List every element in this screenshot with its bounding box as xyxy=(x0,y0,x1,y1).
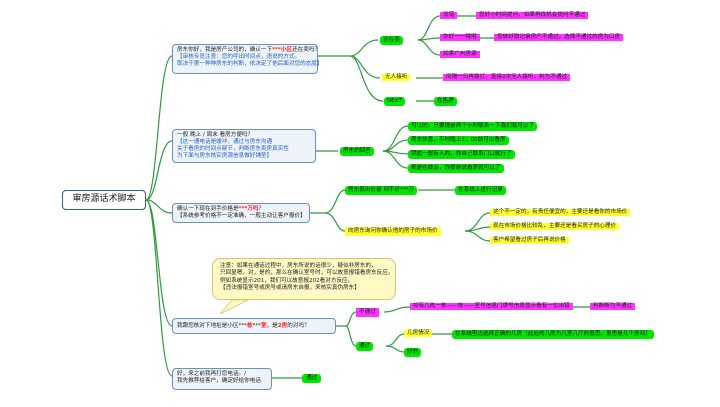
branch-pass: 通过 xyxy=(356,342,374,351)
address-post: ，是 xyxy=(266,323,278,329)
answer-1: 可以的，只要提前两个小时联系一下我们就可以了 xyxy=(408,122,538,131)
answer-2: 周末休息，平时晚上7：00前可以看房 xyxy=(408,136,509,145)
viewing-time-hint-3: 为下面与房东核实房源信息做好铺垫】 xyxy=(177,153,273,159)
sell-detail-1: 您好小时间提问，如果再找机会提问不通过 xyxy=(476,12,589,19)
caution-line-3: 例如系统显示201，我们可以故意报202看对方反应。 xyxy=(220,277,354,284)
branch-landlord-answer: 房东的回答 xyxy=(340,147,374,156)
caution-line-2: 只回复嗯，对，是的，那么在确认室号时，可以故意报错看房东反应。 xyxy=(220,270,394,277)
rooms-detail: 在系统里边选择正确的几房（此处的几房为几室几厅的意思，意思是几个房间） xyxy=(452,330,654,339)
market-answer-1: 这个不一定的，有责任便宜的，主要还是看你的市场价 xyxy=(490,209,631,216)
address-s3: 2房 xyxy=(277,323,288,329)
address-end: 的对吗？ xyxy=(287,323,310,329)
answer-3: 钥匙一般有人的，你自己联系门口就行了 xyxy=(408,150,515,159)
pass-item-ok: 好的 xyxy=(404,348,422,357)
closing-pass: 通过 xyxy=(302,374,322,383)
confirm-listing-post: 还在卖吗？ xyxy=(292,47,321,53)
address-pre: 我跟您核对下地址是小区*** xyxy=(177,323,247,329)
branch-still-selling: 还在卖 xyxy=(380,36,403,45)
closing-line-2: 我先推荐给客户，确定好给你电话 xyxy=(177,378,261,384)
not-pass-detail: 如有几栋一栋——栋——室号信息门牌号信息显示看有一位出错 xyxy=(410,303,573,310)
address-mid: *** xyxy=(252,323,261,329)
viewing-time-question: 一般 晚上 / 周末 看房方便吗？ xyxy=(177,132,254,138)
closing-line-1: 好，来之前我再打您电话。/ xyxy=(177,371,247,377)
answer-4: 都是在做会，你提前说看房就可以了 xyxy=(408,164,504,173)
confirm-price-highlight: ***万吗 xyxy=(238,206,259,212)
viewing-time-hint-2: 关于看房的时间点疑节，判断房东卖房真实性 xyxy=(177,146,289,152)
closing-node: 好，来之前我再打您电话。/ 我先推荐给客户，确定好给你电话 xyxy=(172,368,272,390)
sell-detail-2: 您做好销记录房产不通过，选择不通过的房为口房 xyxy=(494,34,624,41)
branch-landlord-price: 房东报出价格 到手价***万 xyxy=(345,186,418,195)
viewing-time-hint-1: 【这一通电话是缓冲，通过与房东沟通 xyxy=(177,139,273,145)
price-detail: 在系统上进行记录 xyxy=(455,186,506,195)
caution-line-4: 【违法报错室号或房号或请房东自报，来核实真伪房东】 xyxy=(220,285,360,292)
confirm-address-node: 我跟您核对下地址是小区***栋***室，是2房的对吗？ xyxy=(172,318,336,334)
address-s2: 室 xyxy=(260,323,267,329)
confirm-price-post: ？ xyxy=(258,206,265,212)
next-detail: 在售房 xyxy=(434,97,457,106)
address-s1: 栋 xyxy=(246,323,253,329)
branch-no-answer: 无人接听 xyxy=(382,74,411,81)
market-answer-3: 客户希望看过房子后再说价格 xyxy=(490,237,569,244)
branch-ask-market-price: 向房东询问你确认他的房子的市场价 xyxy=(345,227,441,236)
confirm-listing-hint-2: 取决于第一种种房东的判断，依决定了他后面对您的态度】 xyxy=(177,61,323,67)
confirm-price-node: 确认一下现在到手价格是***万吗？ 【系统参考价格不一定准确，一般主动让客户报价… xyxy=(172,203,310,223)
sell-item-1: 没错 xyxy=(440,12,458,19)
not-pass-result: 判断断为不通过 xyxy=(590,303,636,310)
branch-not-pass: 不通过 xyxy=(356,308,379,317)
confirm-price-pre: 确认一下现在到手价格是 xyxy=(177,206,239,212)
market-answer-2: 现在市场价格比较乱，主要还是看买房子的心理价 xyxy=(490,223,620,230)
confirm-listing-highlight: ***小区 xyxy=(272,47,293,53)
sell-item-2: 你好一一哦哦 xyxy=(440,34,480,41)
pass-item-rooms: 几房情况 xyxy=(404,330,433,337)
root-topic: 审房源话术脚本 xyxy=(62,190,146,210)
no-answer-detail: 间隔一日再拨打，直接2次无人接听，判为不通过 xyxy=(443,74,571,81)
confirm-listing-hint-1: 【审核专员注意：您的呼出时间点，语说的方式。 xyxy=(177,54,301,60)
sell-item-3: 如果广州房源 xyxy=(440,51,480,58)
confirm-listing-node: 房东你好，我是房产公司的，确认一下***小区还在卖吗？ 【审核专员注意：您的呼出… xyxy=(172,44,323,74)
caution-note: 注意：如果在通话过程中，房东所说的话很少，疑似非房东的， 只回复嗯，对，是的，那… xyxy=(212,258,396,300)
confirm-price-hint: 【系统参考价格不一定准确，一般主动让客户报价】 xyxy=(177,213,306,219)
confirm-listing-pre: 房东你好，我是房产公司的，确认一下 xyxy=(177,47,273,53)
caution-line-1: 注意：如果在通话过程中，房东所说的话很少，疑似非房东的， xyxy=(220,263,377,269)
viewing-time-node: 一般 晚上 / 周末 看房方便吗？ 【这一通电话是缓冲，通过与房东沟通 关于看房… xyxy=(172,129,316,163)
branch-next: NEXT xyxy=(384,97,405,106)
